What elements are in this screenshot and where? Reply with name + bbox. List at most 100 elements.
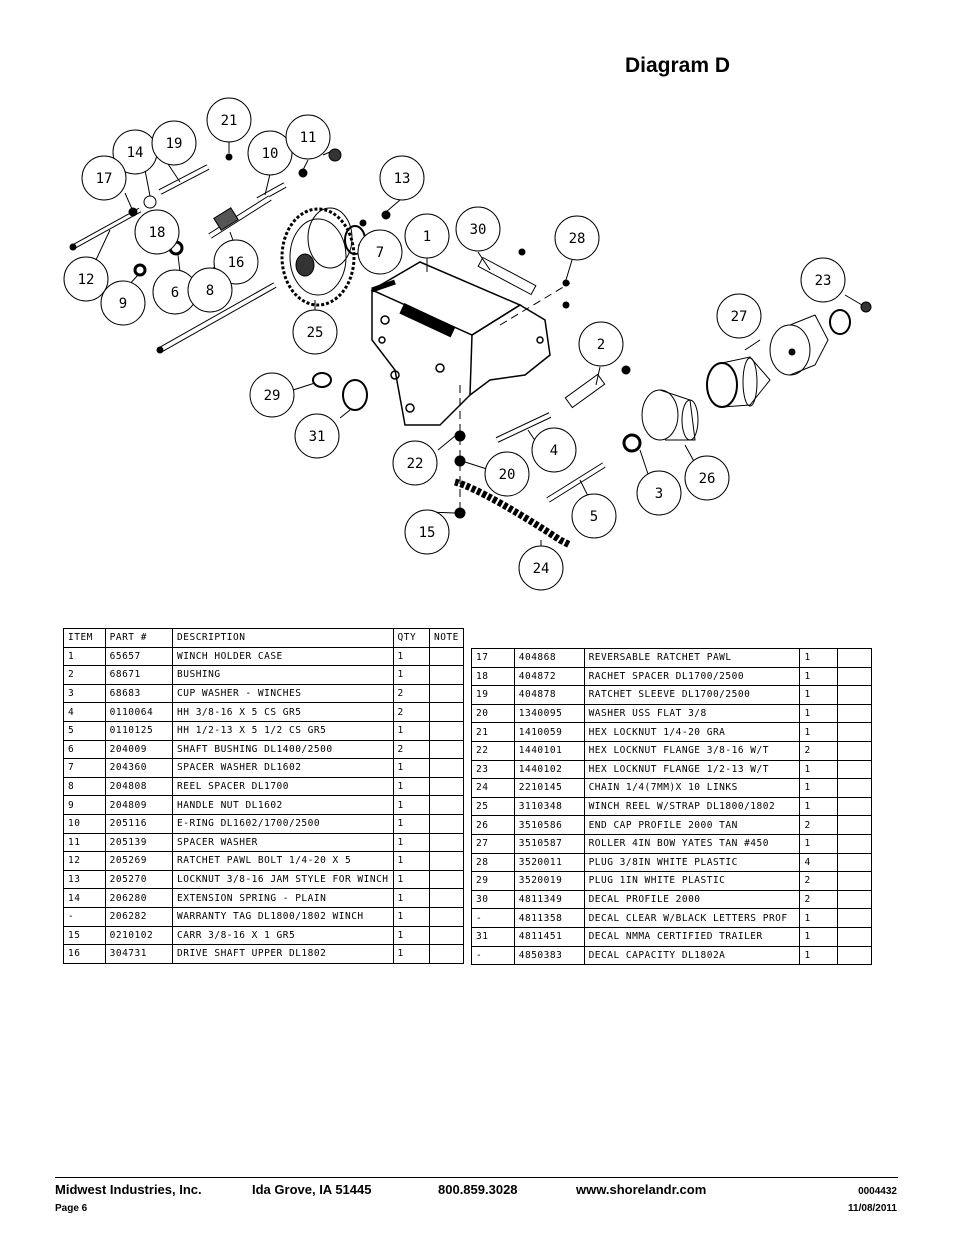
header-note: NOTE (428, 628, 465, 648)
cell-qty: 1 (799, 926, 839, 947)
cell-item: 3 (63, 683, 106, 704)
callout-label: 31 (309, 429, 326, 445)
callout-circle (518, 545, 564, 591)
spring-14 (143, 195, 157, 209)
decal-31 (342, 379, 368, 411)
cell-note (428, 813, 465, 834)
cell-item: 10 (63, 813, 106, 834)
cell-note (428, 758, 465, 778)
callout-label: 30 (470, 222, 487, 238)
cell-qty: 1 (392, 851, 430, 871)
cell-item: 11 (63, 832, 106, 853)
footer-website: www.shorelandr.com (576, 1182, 707, 1197)
callout-circle (404, 509, 450, 555)
cell-note (837, 926, 872, 947)
callout-circle (716, 293, 762, 339)
cell-item: 17 (471, 648, 515, 668)
cell-note (428, 739, 465, 760)
cell-part-number: 0110125 (104, 720, 174, 741)
header-part: PART # (104, 628, 174, 648)
cell-note (837, 908, 872, 928)
end-cap-26 (641, 389, 699, 441)
cell-part-number: 205269 (104, 851, 174, 871)
cell-part-number: 1440102 (513, 759, 585, 780)
bolt-15 (454, 507, 466, 519)
winch-holder-case-1 (370, 261, 551, 426)
cell-qty: 2 (799, 889, 839, 910)
cell-item: - (471, 908, 515, 928)
cell-part-number: 1340095 (513, 703, 585, 724)
cell-qty: 2 (392, 739, 430, 760)
callout-circle (151, 120, 197, 166)
shaft-10 (256, 182, 287, 203)
cell-qty: 1 (392, 720, 430, 741)
cell-qty: 1 (799, 685, 839, 705)
cell-description: HEX LOCKNUT FLANGE 3/8-16 W/T (583, 740, 801, 761)
cell-item: 13 (63, 869, 106, 890)
locknut-23 (860, 301, 872, 313)
callout-label: 14 (127, 145, 144, 161)
cell-qty: 2 (799, 815, 839, 835)
cell-description: EXTENSION SPRING - PLAIN (172, 888, 394, 908)
cell-part-number: 204360 (104, 758, 174, 778)
cell-description: WASHER USS FLAT 3/8 (583, 703, 801, 724)
bolt-12 (69, 207, 142, 251)
cell-description: HH 3/8-16 X 5 CS GR5 (172, 702, 394, 722)
cell-note (428, 683, 465, 704)
cell-note (837, 852, 872, 873)
cell-note (837, 833, 872, 854)
cell-description: REVERSABLE RATCHET PAWL (583, 648, 801, 668)
cell-part-number: 3110348 (513, 796, 585, 817)
cell-description: WINCH REEL W/STRAP DL1800/1802 (583, 796, 801, 817)
cell-description: E-RING DL1602/1700/2500 (172, 813, 394, 834)
cell-note (837, 759, 872, 780)
callout-label: 5 (590, 509, 598, 525)
cell-description: SPACER WASHER DL1602 (172, 758, 394, 778)
cell-description: REEL SPACER DL1700 (172, 776, 394, 797)
cell-item: 12 (63, 851, 106, 871)
cell-description: DRIVE SHAFT UPPER DL1802 (172, 944, 394, 964)
callout-label: 1 (423, 229, 431, 245)
callout-label: 19 (166, 136, 183, 152)
cell-note (837, 666, 872, 687)
cell-note (837, 685, 872, 705)
callout-circle (100, 280, 146, 326)
cell-item: 16 (63, 944, 106, 964)
callout-label: 22 (407, 456, 424, 472)
cell-note (837, 648, 872, 668)
cell-qty: 1 (392, 944, 430, 964)
cell-part-number: 404872 (513, 666, 585, 687)
footer-phone: 800.859.3028 (438, 1182, 518, 1197)
cell-note (837, 778, 872, 798)
cell-item: 27 (471, 833, 515, 854)
callout-label: 6 (171, 285, 179, 301)
shaft-16 (208, 195, 272, 239)
cell-description: WINCH HOLDER CASE (172, 646, 394, 667)
callout-label: 7 (376, 245, 384, 261)
cell-item: 6 (63, 739, 106, 760)
cell-item: 23 (471, 759, 515, 780)
callout-circle (249, 372, 295, 418)
callout-label: 24 (533, 561, 550, 577)
cell-description: HH 1/2-13 X 5 1/2 CS GR5 (172, 720, 394, 741)
cell-part-number: 68683 (104, 683, 174, 704)
callout-circle (484, 451, 530, 497)
cell-qty: 1 (799, 648, 839, 668)
plug-29 (312, 372, 332, 388)
cell-item: 9 (63, 795, 106, 815)
cell-description: PLUG 3/8IN WHITE PLASTIC (583, 852, 801, 873)
cell-item: 25 (471, 796, 515, 817)
